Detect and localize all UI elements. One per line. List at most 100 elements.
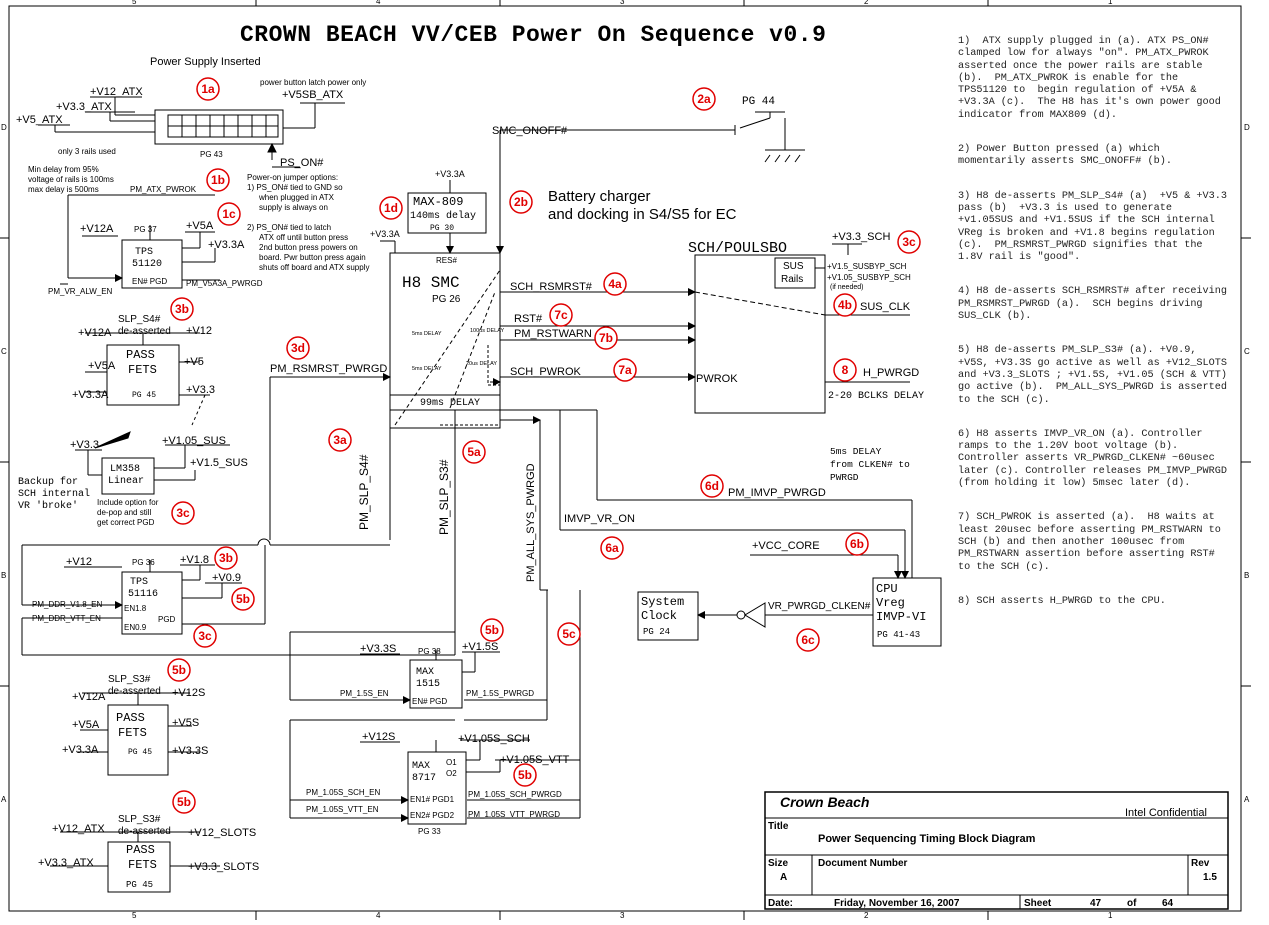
marker-3a: 3a	[328, 428, 352, 452]
pm-ddr-vtt-en-label: PM_DDR_VTT_EN	[32, 614, 101, 623]
svg-text:6c: 6c	[801, 633, 815, 647]
svg-text:3c: 3c	[902, 235, 916, 249]
svg-text:3c: 3c	[176, 506, 190, 520]
pm-vr-alw-en-label: PM_VR_ALW_EN	[48, 287, 113, 296]
v33-label: +V3.3	[70, 439, 99, 451]
min-delay-note: voltage of rails is 100ms	[28, 175, 114, 184]
svg-text:5b: 5b	[177, 795, 191, 809]
system-clock: Clock	[641, 609, 677, 623]
battery-note: and docking in S4/S5 for EC	[548, 206, 737, 223]
smc-onoff-label: SMC_ONOFF#	[492, 125, 568, 137]
atx-supply	[38, 96, 345, 168]
row-label: A	[1244, 795, 1250, 804]
chip-name: 51116	[128, 589, 158, 600]
page-ref: PG 26	[432, 294, 461, 305]
v12-atx-label: +V12_ATX	[52, 823, 105, 835]
jumper-note: when plugged in ATX	[258, 193, 335, 202]
row-label: B	[1244, 571, 1249, 580]
v5s-label: +V5S	[172, 717, 199, 729]
v105-susbyp-label: +V1.05_SUSBYP_SCH	[827, 273, 911, 282]
vr-pwrgd-clken-label: VR_PWRGD_CLKEN#	[768, 601, 871, 612]
v33a-label: +V3.3A	[208, 239, 245, 251]
page-ref: PG 45	[126, 880, 153, 890]
pm-atx-pwrok-label: PM_ATX_PWROK	[130, 185, 197, 194]
v15-sus-label: +V1.5_SUS	[190, 457, 248, 469]
page-ref: PG 36	[132, 558, 155, 567]
max809-vcc-label: +V3.3A	[435, 169, 465, 179]
svg-text:4a: 4a	[608, 277, 622, 291]
slp-s3-note: de-asserted	[108, 686, 161, 697]
svg-text:7c: 7c	[554, 308, 568, 322]
chip-name: MAX	[416, 667, 434, 678]
col-label: 3	[620, 0, 625, 6]
svg-text:3d: 3d	[291, 341, 305, 355]
svg-text:7b: 7b	[599, 331, 613, 345]
rev-label: Rev	[1191, 858, 1210, 869]
pm-imvp-pwrgd-label: PM_IMVP_PWRGD	[728, 487, 826, 499]
of-label: of	[1127, 898, 1137, 909]
delay-note: 20us DELAY	[466, 361, 497, 367]
delay-note: 100us DELAY	[470, 328, 504, 334]
include-note: Include option for	[97, 498, 159, 507]
h8-smc-title: H8 SMC	[402, 274, 460, 292]
chip-name: TPS	[135, 247, 153, 258]
svg-text:2b: 2b	[514, 195, 528, 209]
battery-note: Battery charger	[548, 188, 651, 205]
note-4: 4) H8 de-asserts SCH_RSMRST# after recei…	[958, 286, 1234, 323]
marker-1c: 1c	[217, 202, 241, 226]
row-label: D	[1244, 123, 1250, 132]
v33-label: +V3.3	[186, 384, 215, 396]
chip-name: MAX-809	[413, 195, 463, 209]
pass-fets: FETS	[128, 363, 157, 377]
pm-105s-vtt-pwrgd-label: PM_1.05S_VTT_PWRGD	[468, 810, 560, 819]
note-1: 1) ATX supply plugged in (a). ATX PS_ON#…	[958, 36, 1228, 121]
max809-delay: 140ms delay	[410, 210, 476, 222]
slp-s3-note: SLP_S3#	[118, 814, 161, 825]
pass-fets: PASS	[116, 711, 145, 725]
v105-sus-label: +V1.05_SUS	[162, 435, 226, 447]
sus-clk-label: SUS_CLK	[860, 301, 911, 313]
imvp-vr-on-label: IMVP_VR_ON	[564, 513, 635, 525]
include-note: de-pop and still	[97, 508, 151, 517]
note-8: 8) SCH asserts H_PWRGD to the CPU.	[958, 595, 1166, 607]
jumper-note: 2) PS_ON# tied to latch	[247, 223, 331, 232]
marker-3b: 3b	[214, 546, 238, 570]
chip-name: 1515	[416, 679, 440, 690]
col-label: 4	[376, 911, 381, 920]
pin-label: O2	[446, 769, 457, 778]
cpu-vreg-block	[500, 409, 942, 647]
svg-text:2a: 2a	[697, 92, 711, 106]
pin-label: O1	[446, 758, 457, 767]
v5sb-atx-label: +V5SB_ATX	[282, 89, 344, 101]
v5a-label: +V5A	[72, 719, 100, 731]
svg-text:8: 8	[842, 363, 849, 377]
marker-1d: 1d	[379, 196, 403, 220]
page-ref: PG 24	[643, 627, 670, 637]
pass-fets: PASS	[126, 348, 155, 362]
lm358: Linear	[108, 475, 144, 487]
v5-label: +V5	[184, 356, 204, 368]
sus-rails: SUS	[783, 261, 804, 272]
marker-5b: 5b	[480, 618, 504, 642]
pin-label: EN# PGD	[412, 697, 447, 706]
svg-text:3b: 3b	[219, 551, 233, 565]
v15-susbyp-label: +V1.5_SUSBYP_SCH	[827, 262, 907, 271]
svg-text:1a: 1a	[201, 82, 215, 96]
svg-text:7a: 7a	[618, 363, 632, 377]
sequence-markers: 1a 1b 1c 1d 2a 2b 3a 3b 3b 3c 3c 3c 3d 4…	[167, 77, 921, 814]
col-label: 5	[132, 0, 137, 6]
block-title: Power Sequencing Timing Block Diagram	[818, 833, 1036, 845]
v5a-label: +V5A	[88, 360, 116, 372]
rst-label: RST#	[514, 313, 543, 325]
slp-s4-note: SLP_S4#	[118, 314, 161, 325]
bclks-delay: 2-20 BCLKS DELAY	[828, 391, 924, 402]
svg-text:1b: 1b	[211, 173, 225, 187]
pin-label: EN1.8	[124, 604, 147, 613]
diagram-title: CROWN BEACH VV/CEB Power On Sequence v0.…	[240, 22, 827, 48]
marker-3b: 3b	[170, 297, 194, 321]
col-label: 2	[864, 0, 869, 6]
psu-inserted-label: Power Supply Inserted	[150, 56, 261, 68]
date-value: Friday, November 16, 2007	[834, 898, 960, 909]
jumper-note: Power-on jumper options:	[247, 173, 338, 182]
v12a-label: +V12A	[80, 223, 114, 235]
